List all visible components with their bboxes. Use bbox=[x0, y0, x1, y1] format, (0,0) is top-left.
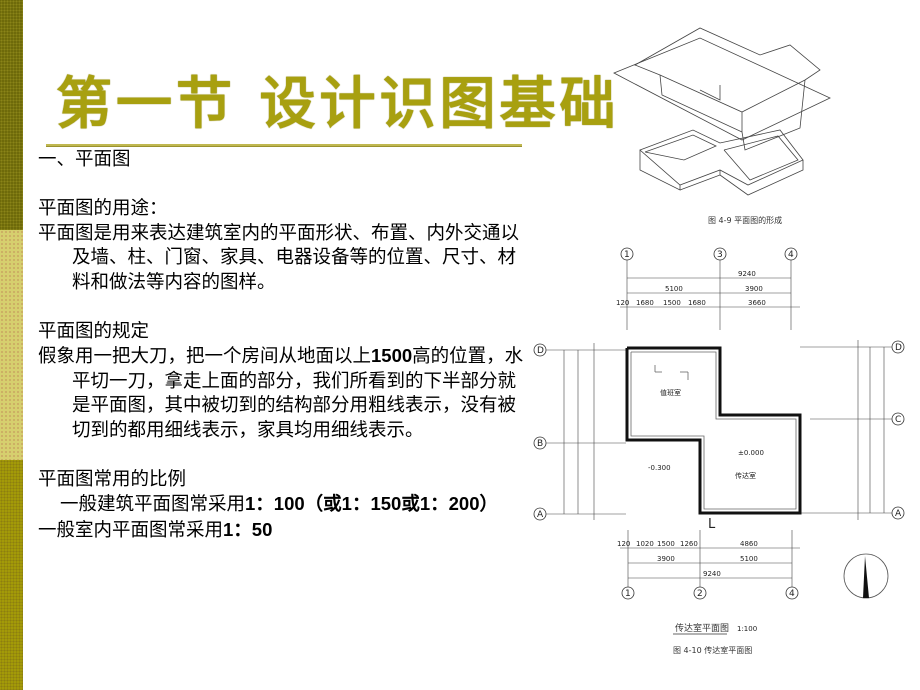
floor-plan-figure: 图 4-9 平面图的形成 1 3 4 1 2 4 D B A D C A bbox=[520, 20, 920, 670]
section-heading: 一、平面图 bbox=[38, 149, 131, 170]
svg-text:3: 3 bbox=[717, 250, 723, 260]
svg-text:120: 120 bbox=[616, 299, 629, 307]
svg-text:1500: 1500 bbox=[657, 540, 675, 548]
rules-text: 假象用一把大刀，把一个房间从地面以上1500高的位置，水平切一刀，拿走上面的部分… bbox=[38, 345, 524, 441]
svg-text:±0.000: ±0.000 bbox=[738, 449, 764, 457]
svg-text:1: 1 bbox=[625, 589, 631, 599]
svg-text:2: 2 bbox=[697, 589, 703, 599]
isometric-upper-part bbox=[613, 27, 831, 151]
svg-text:3900: 3900 bbox=[657, 555, 675, 563]
svg-text:A: A bbox=[895, 509, 902, 519]
svg-text:D: D bbox=[537, 346, 544, 356]
svg-text:C: C bbox=[895, 415, 901, 425]
svg-text:-0.300: -0.300 bbox=[648, 464, 671, 472]
svg-text:1500: 1500 bbox=[663, 299, 681, 307]
svg-text:1680: 1680 bbox=[636, 299, 654, 307]
rules-heading: 平面图的规定 bbox=[38, 320, 150, 342]
scales-line-building: 一般建筑平面图常采用1：100（或1：150或1：200） bbox=[60, 493, 498, 515]
section-mark: L bbox=[708, 517, 716, 532]
svg-text:4: 4 bbox=[789, 589, 795, 599]
svg-text:4860: 4860 bbox=[740, 540, 758, 548]
svg-text:A: A bbox=[537, 510, 544, 520]
slide-body: 一、平面图 平面图的用途： 平面图是用来表达建筑室内的平面形状、布置、内外交通以… bbox=[38, 148, 528, 543]
floor-plan-walls bbox=[625, 346, 802, 515]
plan-scale: 1:100 bbox=[737, 625, 757, 633]
svg-text:D: D bbox=[895, 343, 902, 353]
purpose-heading: 平面图的用途： bbox=[38, 198, 168, 219]
north-arrow-icon bbox=[843, 553, 889, 599]
scales-line-interior: 一般室内平面图常采用1：50 bbox=[38, 518, 273, 541]
svg-text:1260: 1260 bbox=[680, 540, 698, 548]
svg-text:1680: 1680 bbox=[688, 299, 706, 307]
svg-text:1020: 1020 bbox=[636, 540, 654, 548]
decorative-stripe-middle bbox=[0, 230, 23, 460]
svg-text:值班室: 值班室 bbox=[660, 388, 681, 397]
title-underline bbox=[46, 144, 522, 147]
slide-title: 第一节 设计识图基础 bbox=[56, 72, 620, 137]
svg-text:1: 1 bbox=[624, 250, 630, 260]
svg-text:3900: 3900 bbox=[745, 285, 763, 293]
figure-caption-bottom: 图 4-10 传达室平面图 bbox=[673, 645, 752, 655]
plan-title: 传达室平面图 bbox=[675, 622, 729, 634]
svg-text:B: B bbox=[537, 439, 543, 449]
scales-heading: 平面图常用的比例 bbox=[38, 468, 187, 490]
svg-text:5100: 5100 bbox=[665, 285, 683, 293]
svg-text:3660: 3660 bbox=[748, 299, 766, 307]
decorative-stripe-top bbox=[0, 0, 23, 230]
svg-text:5100: 5100 bbox=[740, 555, 758, 563]
svg-text:4: 4 bbox=[788, 250, 794, 260]
svg-text:120: 120 bbox=[617, 540, 630, 548]
column-axes bbox=[620, 247, 799, 600]
isometric-lower-part bbox=[639, 129, 804, 196]
decorative-stripe-bottom bbox=[0, 460, 23, 690]
figure-caption-top: 图 4-9 平面图的形成 bbox=[708, 215, 782, 225]
svg-text:9240: 9240 bbox=[738, 270, 756, 278]
svg-text:9240: 9240 bbox=[703, 570, 721, 578]
purpose-text: 平面图是用来表达建筑室内的平面形状、布置、内外交通以及墙、柱、门窗、家具、电器设… bbox=[38, 222, 520, 293]
svg-text:传达室: 传达室 bbox=[735, 471, 756, 480]
